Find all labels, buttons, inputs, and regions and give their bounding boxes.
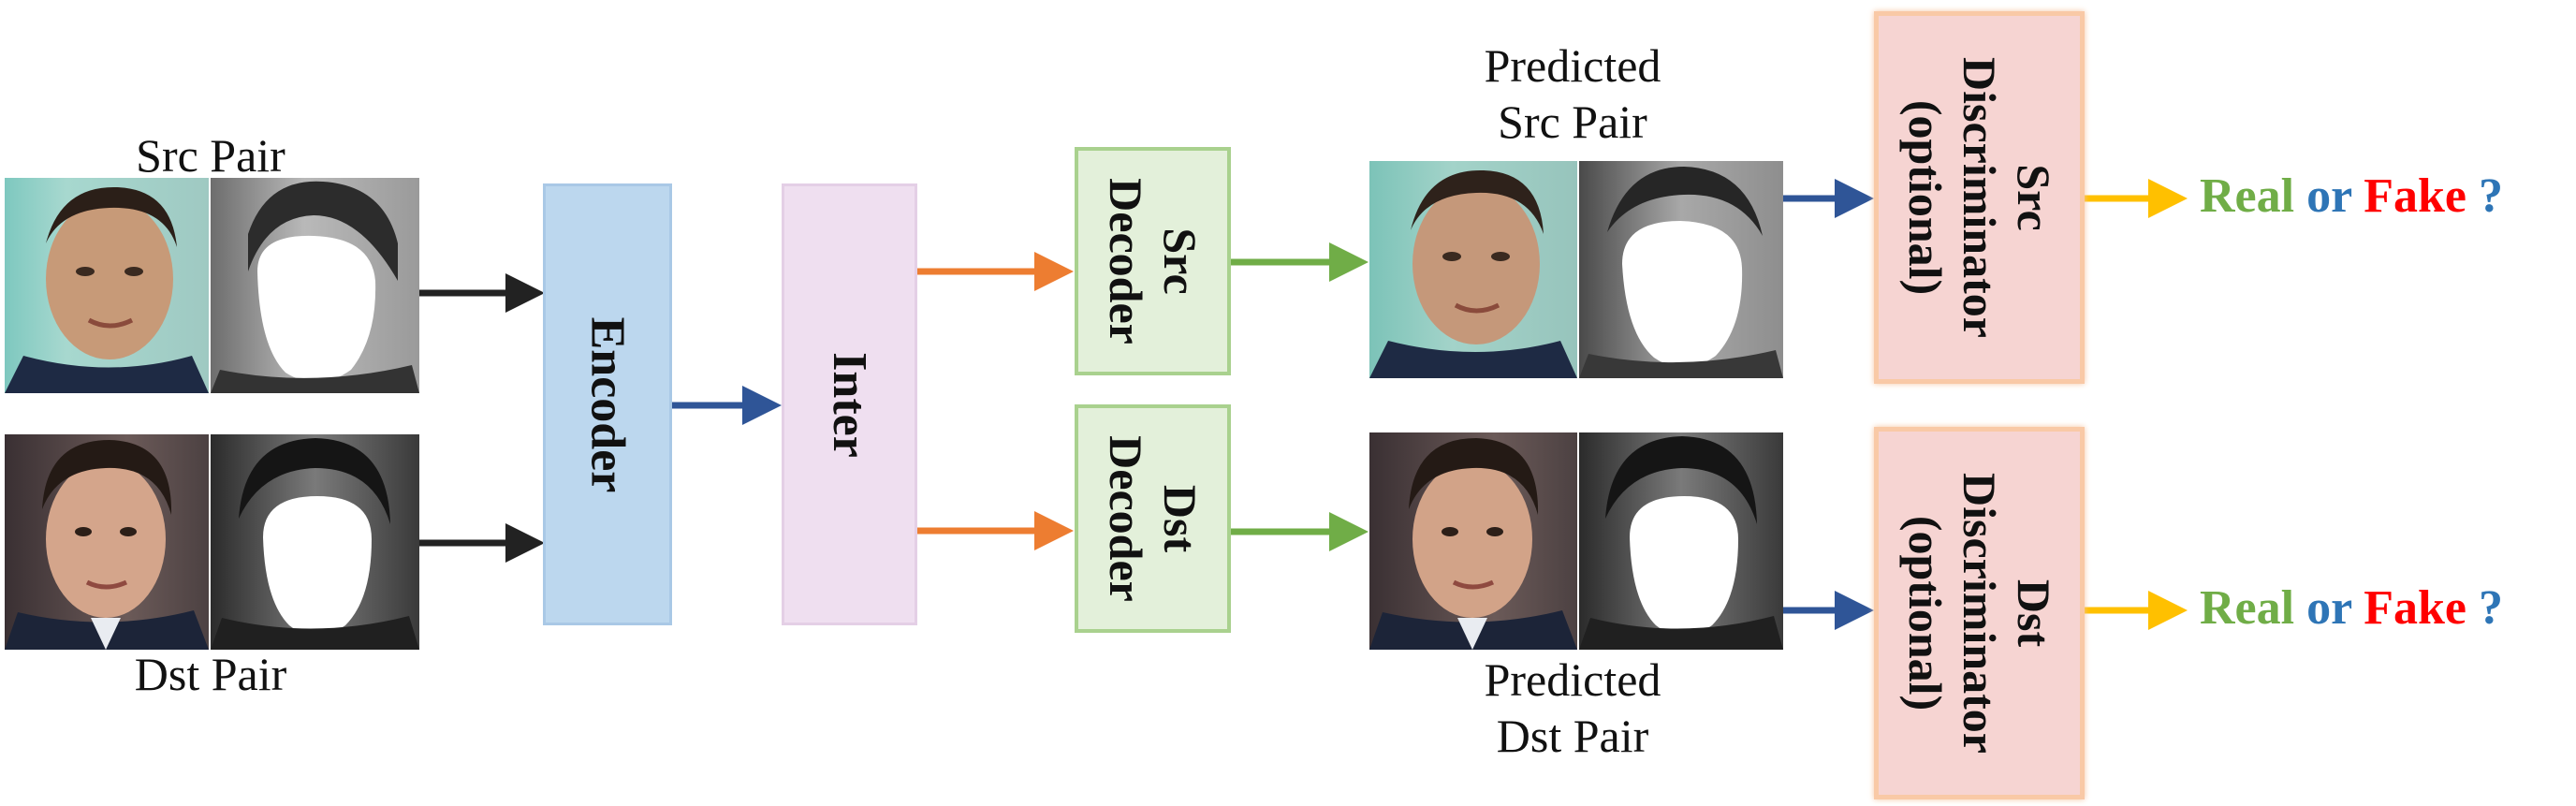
src-outcome: Real or Fake ? (2200, 169, 2503, 224)
predicted-dst-mask-image (1579, 432, 1783, 650)
src-outcome-fake: Fake (2364, 169, 2466, 223)
src-outcome-real: Real (2200, 169, 2295, 223)
dst-outcome-real: Real (2200, 581, 2295, 635)
predicted-src-mask-image (1579, 161, 1783, 378)
src-mask-image (211, 178, 419, 393)
predicted-dst-label-line1: Predicted (1484, 653, 1661, 706)
dst-discriminator-block: Dst Discriminator (optional) (1874, 427, 2085, 799)
encoder-block: Encoder (543, 183, 672, 625)
dst-outcome-or: or (2306, 581, 2352, 635)
src-decoder-block: Src Decoder (1075, 147, 1231, 375)
dst-outcome-question: ? (2479, 581, 2503, 635)
inter-label: Inter (822, 351, 876, 458)
encoder-label: Encoder (580, 316, 635, 492)
dst-discriminator-label-line2: Discriminator (1953, 473, 2006, 754)
predicted-dst-face-image (1369, 432, 1577, 650)
dst-outcome-fake: Fake (2364, 581, 2466, 635)
src-outcome-or: or (2306, 169, 2352, 223)
dst-discriminator-label-line1: Dst (2007, 579, 2060, 648)
dst-decoder-block: Dst Decoder (1075, 404, 1231, 633)
dst-discriminator-label-line3: (optional) (1898, 515, 1952, 711)
predicted-src-face-image (1369, 161, 1577, 378)
predicted-src-label: Predicted Src Pair (1432, 37, 1713, 150)
dst-decoder-label-line1: Dst (1153, 484, 1207, 553)
predicted-src-label-line1: Predicted (1484, 39, 1661, 92)
dst-decoder-label-line2: Decoder (1099, 435, 1152, 602)
src-discriminator-label-line3: (optional) (1898, 99, 1952, 296)
predicted-dst-label-line2: Dst Pair (1496, 710, 1649, 762)
src-pair-label: Src Pair (136, 129, 285, 182)
dst-face-image (5, 434, 209, 650)
dst-pair-label: Dst Pair (134, 648, 287, 700)
src-face-image (5, 178, 209, 393)
src-decoder-label-line1: Src (1153, 227, 1207, 295)
dst-mask-image (211, 434, 419, 650)
src-discriminator-label-line1: Src (2007, 164, 2060, 231)
predicted-dst-label: Predicted Dst Pair (1432, 652, 1713, 764)
predicted-src-label-line2: Src Pair (1498, 95, 1647, 148)
inter-block: Inter (782, 183, 917, 625)
src-discriminator-block: Src Discriminator (optional) (1874, 11, 2085, 384)
dst-outcome: Real or Fake ? (2200, 580, 2503, 636)
src-discriminator-label-line2: Discriminator (1953, 57, 2006, 338)
src-decoder-label-line2: Decoder (1099, 178, 1152, 344)
src-outcome-question: ? (2479, 169, 2503, 223)
